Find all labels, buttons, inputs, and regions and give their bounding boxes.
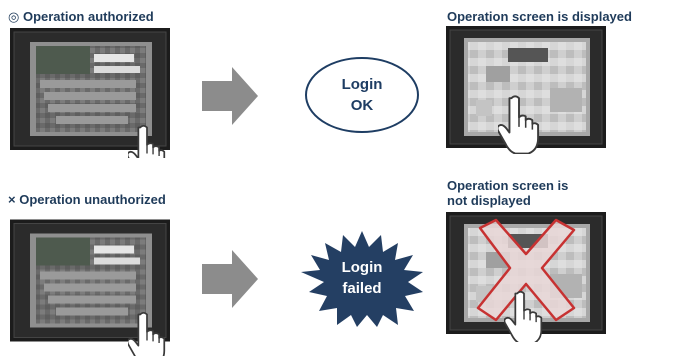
cross-mark-icon	[476, 218, 576, 322]
row-unauthorized-result-label-line2: not displayed	[447, 193, 531, 208]
login-failed-line1: Login	[341, 259, 383, 276]
row-authorized-result-label: Operation screen is displayed	[447, 9, 632, 24]
login-screen-monitor-unauthorized	[10, 213, 170, 356]
login-screen-monitor-authorized	[10, 28, 170, 158]
operation-screen-monitor-not-displayed	[446, 212, 606, 342]
operation-screen-monitor-displayed	[446, 26, 606, 156]
login-ok-line2: OK	[350, 97, 374, 114]
row-unauthorized-label: × Operation unauthorized	[8, 192, 166, 207]
login-ok-ellipse: Login OK	[304, 56, 420, 134]
login-failed-line2: failed	[342, 280, 382, 297]
row-authorized-label: ◎ Operation authorized	[8, 9, 154, 24]
row-unauthorized-result-label-line1: Operation screen is	[447, 178, 569, 193]
right-arrow-icon	[202, 250, 258, 313]
login-failed-starburst: Login failed	[297, 229, 427, 327]
login-ok-line1: Login	[341, 76, 383, 93]
right-arrow-icon	[202, 67, 258, 130]
